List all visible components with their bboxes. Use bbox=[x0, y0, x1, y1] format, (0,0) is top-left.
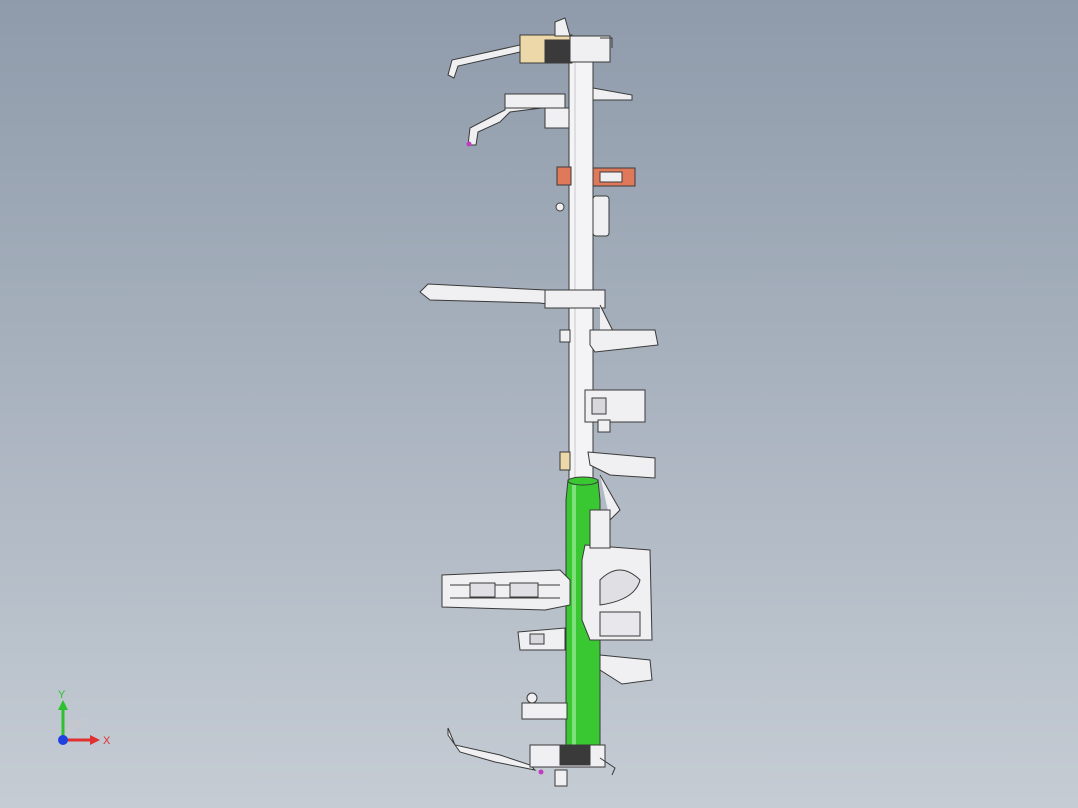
right-bracket-1[interactable] bbox=[589, 329, 659, 353]
z-axis-dot bbox=[58, 735, 68, 745]
y-axis-label: Y bbox=[58, 689, 66, 701]
x-axis-label: X bbox=[103, 735, 111, 747]
long-left-arm[interactable] bbox=[419, 283, 556, 306]
right-bracket-2[interactable] bbox=[587, 451, 656, 479]
red-bracket[interactable] bbox=[556, 166, 572, 186]
right-plate[interactable] bbox=[599, 654, 653, 685]
large-left-bracket[interactable] bbox=[441, 569, 571, 611]
box-bracket[interactable] bbox=[584, 389, 646, 423]
bottom-left-arm[interactable] bbox=[447, 727, 537, 771]
axis-triad: Y X bbox=[58, 689, 111, 747]
